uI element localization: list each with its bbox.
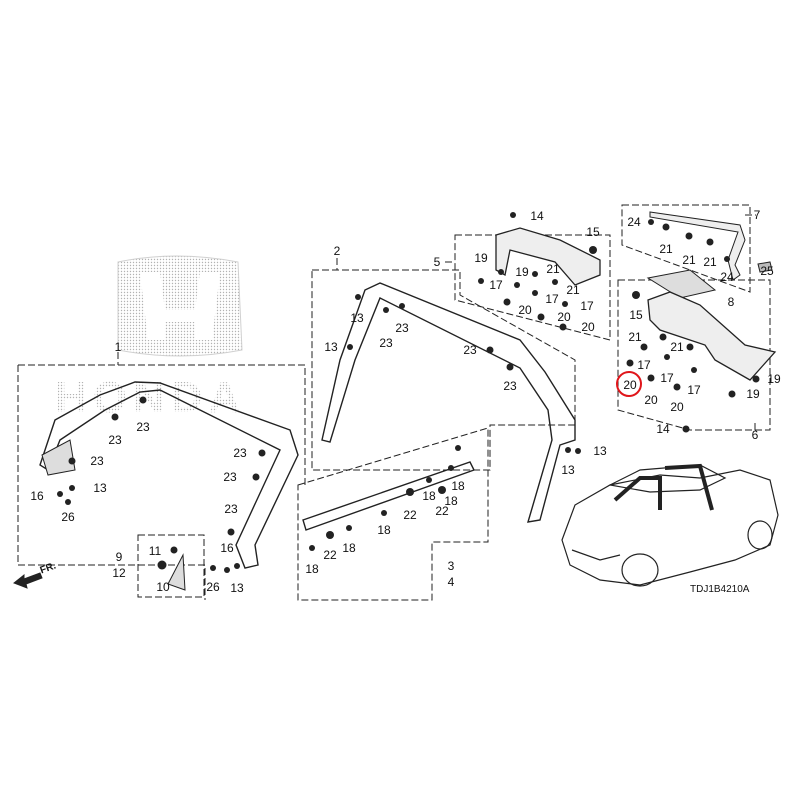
callout-number[interactable]: 15 xyxy=(629,308,643,322)
callout-number[interactable]: 18 xyxy=(451,479,465,493)
callout-number[interactable]: 24 xyxy=(627,215,641,229)
callout-number[interactable]: 21 xyxy=(566,283,580,297)
callout-number[interactable]: 6 xyxy=(751,428,759,442)
callout-number[interactable]: 20 xyxy=(581,320,595,334)
callout-number[interactable]: 21 xyxy=(682,253,696,267)
callout-number[interactable]: 22 xyxy=(435,504,449,518)
side-panel-part-6 xyxy=(647,291,777,381)
callout-number[interactable]: 15 xyxy=(586,225,600,239)
callout-number[interactable]: 24 xyxy=(720,270,734,284)
callout-number[interactable]: 13 xyxy=(350,311,364,325)
callout-number[interactable]: 17 xyxy=(489,278,503,292)
callout-number[interactable]: 14 xyxy=(656,422,670,436)
callout-number[interactable]: 7 xyxy=(753,208,761,222)
callout-number[interactable]: 11 xyxy=(148,544,162,558)
callout-number[interactable]: 18 xyxy=(444,494,458,508)
callout-number[interactable]: 17 xyxy=(580,299,594,313)
callout-number[interactable]: 1 xyxy=(114,340,122,354)
callout-number[interactable]: 12 xyxy=(112,566,126,580)
garnish-part-7 xyxy=(649,211,746,281)
callout-number[interactable]: 26 xyxy=(61,510,75,524)
callout-number[interactable]: 20 xyxy=(670,400,684,414)
callout-number[interactable]: 25 xyxy=(760,264,774,278)
callout-number[interactable]: 20 xyxy=(518,303,532,317)
callout-number[interactable]: 13 xyxy=(593,444,607,458)
front-arrow-icon xyxy=(13,572,43,589)
callout-number[interactable]: 14 xyxy=(530,209,544,223)
molding-part-3 xyxy=(302,461,475,531)
callout-number[interactable]: 21 xyxy=(546,262,560,276)
callout-number[interactable]: 13 xyxy=(230,581,244,595)
callout-number[interactable]: 13 xyxy=(561,463,575,477)
callout-number[interactable]: 22 xyxy=(323,548,337,562)
callout-number[interactable]: 16 xyxy=(220,541,234,555)
callout-number[interactable]: 13 xyxy=(93,481,107,495)
callout-number[interactable]: 19 xyxy=(767,372,781,386)
callout-number[interactable]: 18 xyxy=(377,523,391,537)
callout-number[interactable]: 20 xyxy=(557,310,571,324)
callout-number[interactable]: 3 xyxy=(447,559,455,573)
svg-text:HONDA: HONDA xyxy=(55,373,246,422)
callout-number[interactable]: 5 xyxy=(433,255,441,269)
callout-number[interactable]: 8 xyxy=(727,295,735,309)
callout-number[interactable]: 23 xyxy=(90,454,104,468)
callout-number[interactable]: 19 xyxy=(515,265,529,279)
callout-number[interactable]: 17 xyxy=(637,358,651,372)
callout-number[interactable]: 10 xyxy=(156,580,170,594)
triangle-garnish-part-10 xyxy=(167,553,186,591)
roof-rail-part-1 xyxy=(39,381,299,569)
callout-number[interactable]: 23 xyxy=(395,321,409,335)
callout-number[interactable]: 21 xyxy=(670,340,684,354)
callout-number[interactable]: 22 xyxy=(403,508,417,522)
callout-number[interactable]: 13 xyxy=(324,340,338,354)
callout-number[interactable]: 17 xyxy=(687,383,701,397)
callout-number[interactable]: 19 xyxy=(746,387,760,401)
callout-number[interactable]: 23 xyxy=(503,379,517,393)
callout-number[interactable]: 23 xyxy=(108,433,122,447)
callout-number[interactable]: 20 xyxy=(644,393,658,407)
callout-number[interactable]: 26 xyxy=(206,580,220,594)
callout-number[interactable]: 17 xyxy=(660,371,674,385)
callout-number[interactable]: 23 xyxy=(233,446,247,460)
fasteners xyxy=(57,212,760,573)
callout-number[interactable]: 23 xyxy=(223,470,237,484)
callout-number[interactable]: 23 xyxy=(379,336,393,350)
callout-number[interactable]: 23 xyxy=(463,343,477,357)
rear-pillar-trim-part-2 xyxy=(321,282,576,523)
diagram-code: TDJ1B4210A xyxy=(690,584,750,595)
callout-number[interactable]: 19 xyxy=(474,251,488,265)
callout-number[interactable]: 16 xyxy=(30,489,44,503)
group-boxes xyxy=(17,204,771,601)
callout-number[interactable]: 21 xyxy=(703,255,717,269)
callout-number[interactable]: 18 xyxy=(305,562,319,576)
callout-number[interactable]: 23 xyxy=(136,420,150,434)
callout-number[interactable]: 21 xyxy=(628,330,642,344)
callout-number[interactable]: 23 xyxy=(224,502,238,516)
callout-number[interactable]: 18 xyxy=(342,541,356,555)
panel-part-8 xyxy=(646,269,717,299)
highlight-circle xyxy=(616,371,642,397)
callout-number[interactable]: 21 xyxy=(659,242,673,256)
callout-number[interactable]: 2 xyxy=(333,244,341,258)
vehicle-illustration xyxy=(561,463,779,587)
callout-number[interactable]: 17 xyxy=(545,292,559,306)
side-panel-part-5 xyxy=(495,227,601,286)
callout-number[interactable]: 18 xyxy=(422,489,436,503)
callout-number[interactable]: 4 xyxy=(447,575,455,589)
honda-logo-watermark: HONDA xyxy=(55,255,246,422)
callout-number[interactable]: 9 xyxy=(115,550,123,564)
